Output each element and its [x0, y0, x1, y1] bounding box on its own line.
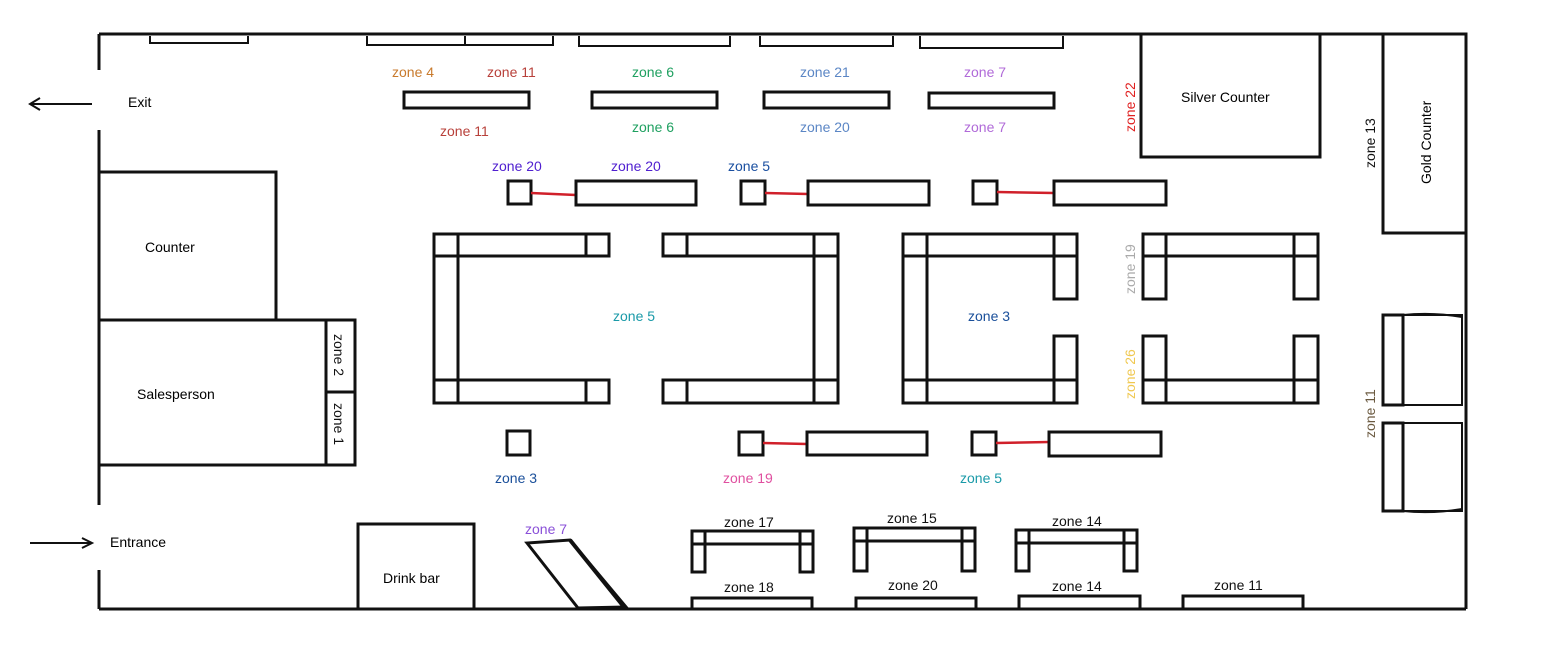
- drink-bar-label: Drink bar: [383, 570, 440, 586]
- bottom-wall-shelves: [690, 594, 1305, 611]
- zone-label: zone 20: [611, 158, 661, 174]
- silver-counter-label: Silver Counter: [1181, 89, 1270, 105]
- entrance-arrow: [30, 537, 95, 549]
- zone-label: zone 5: [960, 470, 1002, 486]
- zone-7-diagonal-shelf: [524, 538, 630, 610]
- second-row-shelves: [402, 90, 1056, 110]
- top-wall-shelves: [149, 36, 1064, 49]
- zone-label: zone 11: [1214, 577, 1263, 593]
- right-display-block: [1141, 232, 1320, 405]
- zone-label: zone 2: [331, 334, 347, 376]
- zone-label: zone 4: [392, 64, 434, 80]
- gold-counter-label: Gold Counter: [1418, 100, 1434, 184]
- zone-label: zone 20: [888, 577, 938, 593]
- zone-label: zone 20: [800, 119, 850, 135]
- upper-display-row: [506, 179, 1168, 207]
- bottom-tables: [690, 526, 1139, 574]
- zone-label: zone 18: [724, 579, 774, 595]
- zone-label: zone 1: [331, 403, 347, 445]
- zone-label: zone 7: [525, 521, 567, 537]
- zone-label: zone 11: [440, 123, 489, 139]
- salesperson-label: Salesperson: [137, 386, 215, 402]
- zone-label: zone 13: [1362, 118, 1378, 168]
- zone-label: zone 22: [1122, 82, 1138, 132]
- zone-3-display-block: [901, 232, 1079, 405]
- zone-label: zone 5: [728, 158, 770, 174]
- entrance-label: Entrance: [110, 534, 166, 550]
- zone-label: zone 3: [968, 308, 1010, 324]
- drink-bar: [356, 522, 476, 611]
- zone-label: zone 14: [1052, 513, 1102, 529]
- zone-label: zone 15: [887, 510, 937, 526]
- zone-label: zone 11: [487, 64, 536, 80]
- zone-label: zone 5: [613, 308, 655, 324]
- zone-5-display-block: [432, 232, 840, 405]
- zone-label: zone 20: [492, 158, 542, 174]
- zone-label: zone 19: [723, 470, 773, 486]
- zone-label: zone 26: [1122, 349, 1138, 399]
- exit-arrow: [28, 97, 92, 111]
- silver-counter: [1139, 32, 1322, 159]
- exit-label: Exit: [128, 94, 151, 110]
- zone-label: zone 7: [964, 119, 1006, 135]
- zone-label: zone 17: [724, 514, 774, 530]
- right-wall-shelves: [1381, 312, 1463, 514]
- zone-1-box: [324, 390, 357, 467]
- lower-display-row: [505, 429, 1163, 458]
- zone-label: zone 6: [632, 64, 674, 80]
- gold-counter: [1381, 32, 1468, 235]
- zone-label: zone 3: [495, 470, 537, 486]
- zone-label: zone 14: [1052, 578, 1102, 594]
- zone-label: zone 7: [964, 64, 1006, 80]
- zone-label: zone 6: [632, 119, 674, 135]
- zone-label: zone 19: [1122, 244, 1138, 294]
- counter-label: Counter: [145, 239, 195, 255]
- zone-label: zone 21: [800, 64, 850, 80]
- zone-label: zone 11: [1362, 389, 1378, 438]
